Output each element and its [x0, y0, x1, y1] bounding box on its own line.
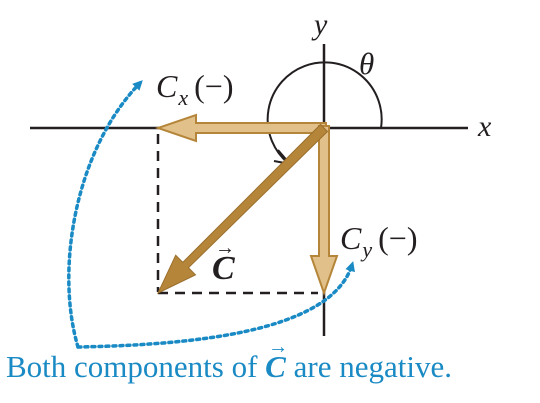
theta-label: θ [359, 46, 375, 81]
vector-c-arrow [156, 123, 329, 295]
dotted-arrow-to-cy [76, 261, 355, 349]
dotted-arrow-to-cx [67, 80, 143, 349]
caption-before: Both components of [6, 349, 266, 384]
cy-symbol: C [340, 220, 362, 256]
cy-component-arrow [309, 125, 339, 297]
cy-sign: (−) [378, 220, 418, 256]
caption: Both components of →C are negative. [6, 337, 452, 384]
vector-c-symbol: C [212, 250, 235, 287]
caption-after: are negative. [285, 349, 452, 384]
cx-label: Cx(−) [156, 68, 234, 109]
caption-symbol: C [265, 349, 286, 384]
cx-component-arrow [154, 113, 327, 143]
caption-arrow-mark: → [268, 336, 289, 358]
y-axis-label: y [314, 8, 328, 41]
vector-c-label: →C [212, 238, 235, 287]
cx-subscript: x [178, 85, 189, 110]
cx-symbol: C [156, 68, 178, 104]
cy-subscript: y [362, 237, 373, 262]
x-axis-label: x [478, 110, 492, 143]
vector-arrow-mark: → [215, 237, 235, 259]
cx-sign: (−) [194, 68, 234, 104]
cy-label: Cy(−) [340, 220, 418, 261]
